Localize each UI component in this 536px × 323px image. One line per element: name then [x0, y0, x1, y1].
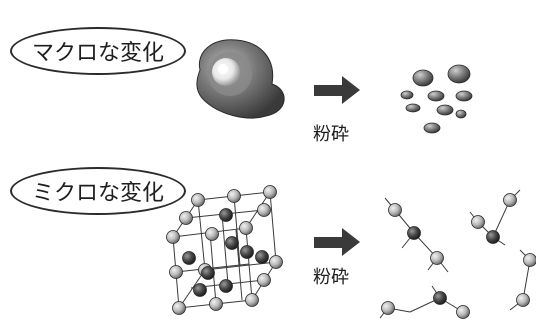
- macro-fragments: [400, 64, 473, 134]
- macro-change-text: マクロな変化: [31, 41, 164, 66]
- macro-change-label: マクロな変化: [10, 27, 186, 75]
- arrow-right-icon: [314, 228, 360, 256]
- micro-change-label: ミクロな変化: [10, 167, 186, 215]
- micro-fragments: [379, 189, 531, 319]
- crush-label-micro: 粉砕: [313, 267, 349, 288]
- crush-label-macro: 粉砕: [313, 124, 349, 145]
- arrow-right-icon: [314, 76, 360, 104]
- lattice-atoms: [166, 185, 283, 315]
- macro-lump: [196, 39, 285, 119]
- micro-change-text: ミクロな変化: [31, 181, 164, 206]
- micro-fragment-atoms: [381, 193, 536, 319]
